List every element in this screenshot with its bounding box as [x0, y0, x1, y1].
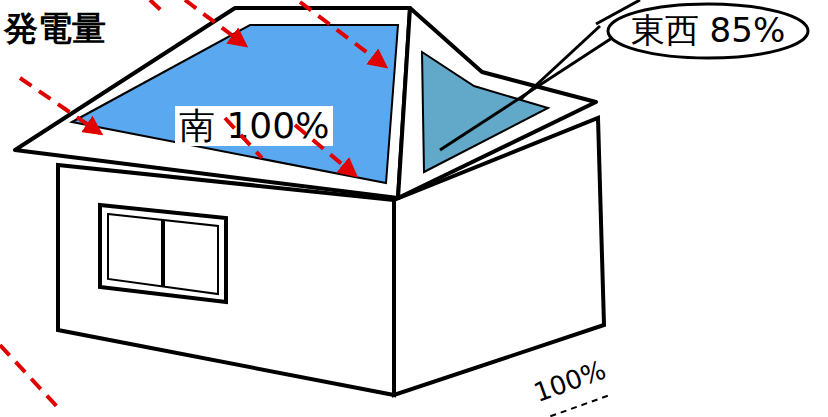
node-text: 南 100%	[175, 106, 333, 146]
callout-oval-shape	[608, 4, 808, 58]
callout-oval: 東西 85%	[606, 2, 810, 60]
east-west-panel	[422, 52, 548, 172]
front-wall	[58, 165, 394, 395]
leader-line	[520, 26, 600, 100]
ratio-label: 100%	[530, 354, 610, 408]
window-divider	[161, 220, 165, 287]
window-inner	[108, 214, 218, 294]
south-panel-shape	[72, 25, 398, 183]
node-text: 東西 85%	[631, 12, 785, 49]
south-panel: 南 100%	[60, 18, 405, 188]
generation-label: 発電量	[2, 6, 108, 52]
sun-ray	[150, 0, 165, 14]
sun-ray	[0, 345, 62, 412]
hip-roof	[398, 8, 596, 198]
window-frame	[100, 205, 226, 302]
south-panel-outline	[60, 18, 405, 188]
